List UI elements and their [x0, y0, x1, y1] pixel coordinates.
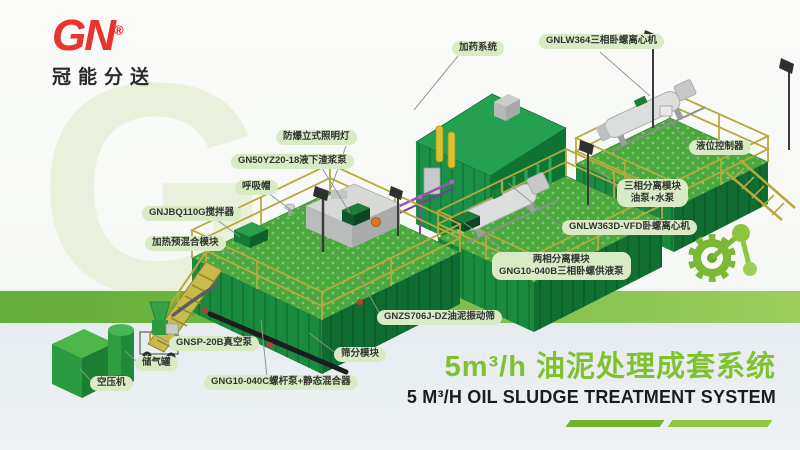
walkway [725, 159, 796, 221]
title-block: 5m³/h 油泥处理成套系统 5 M³/H OIL SLUDGE TREATME… [406, 351, 776, 408]
label-breather-cap: 呼吸帽 [235, 180, 278, 195]
title-underline-bars [0, 420, 800, 428]
label-heating-premix-module: 加热预混合模块 [145, 236, 226, 251]
valve [202, 307, 208, 313]
yellow-pipe [435, 125, 444, 163]
title-chinese: 5m³/h 油泥处理成套系统 [444, 351, 776, 383]
underline-bar-right [667, 420, 773, 427]
railing [189, 163, 463, 320]
agitator-motor [234, 222, 268, 248]
underline-bar-left [565, 420, 665, 427]
label-explosion-proof-light: 防爆立式照明灯 [276, 130, 357, 145]
registered-mark: ® [114, 22, 123, 38]
slurry-pump-box [342, 203, 370, 226]
decanter-gnlw364 [596, 79, 706, 152]
label-agitator: GNJBQ110G搅拌器 [142, 206, 241, 221]
leader-lines [79, 51, 692, 383]
label-level-controller: 液位控制器 [689, 140, 751, 155]
label-submerged-slurry-pump: GN50YZ20-18液下渣浆泵 [231, 154, 354, 169]
gn-logo-subtext: 冠能分送 [52, 67, 157, 88]
level-controller-box [659, 105, 673, 117]
label-air-compressor: 空压机 [90, 376, 133, 391]
control-panel [423, 167, 441, 195]
label-three-phase-module: 三相分离模块 油泵+水泵 [617, 179, 689, 207]
gear-molecule-icon [688, 224, 757, 282]
valve [357, 299, 363, 305]
light-pole-icon [779, 58, 794, 150]
yellow-pipe [447, 131, 456, 169]
label-shale-shaker: GNZS706J-DZ油泥振动筛 [377, 310, 502, 325]
label-screw-pump-static-mixer: GNG10-040C螺杆泵+静态混合器 [204, 375, 358, 390]
breather-cap-icon [284, 203, 296, 216]
gn-logo-text: GN® [52, 11, 123, 60]
light-pole-icon [579, 140, 594, 205]
label-gnlw363d-centrifuge: GNLW363D-VFD卧螺离心机 [562, 220, 697, 235]
label-vacuum-pump: GNSP-20B真空泵 [169, 336, 260, 351]
roof-electrical-box [494, 94, 520, 121]
screw-conveyor [207, 311, 349, 375]
label-screening-module: 筛分模块 [334, 347, 387, 362]
title-english: 5 M³/H OIL SLUDGE TREATMENT SYSTEM [406, 386, 776, 407]
label-two-phase-module: 两相分离模块 GNG10-040B三相卧螺供液泵 [492, 252, 631, 280]
light-pole-icon [389, 186, 403, 236]
label-dosing-system: 加药系统 [452, 41, 505, 56]
valve [267, 342, 273, 348]
label-gnlw364-centrifuge: GNLW364三相卧螺离心机 [539, 34, 664, 49]
label-air-tank: 储气罐 [135, 356, 178, 371]
shale-shaker-machine [305, 183, 401, 248]
vacuum-pump-unit [139, 282, 219, 362]
suction-hose [170, 282, 219, 318]
gn-logo: GN® 冠能分送 [52, 14, 156, 89]
light-pole-icon [313, 186, 329, 252]
